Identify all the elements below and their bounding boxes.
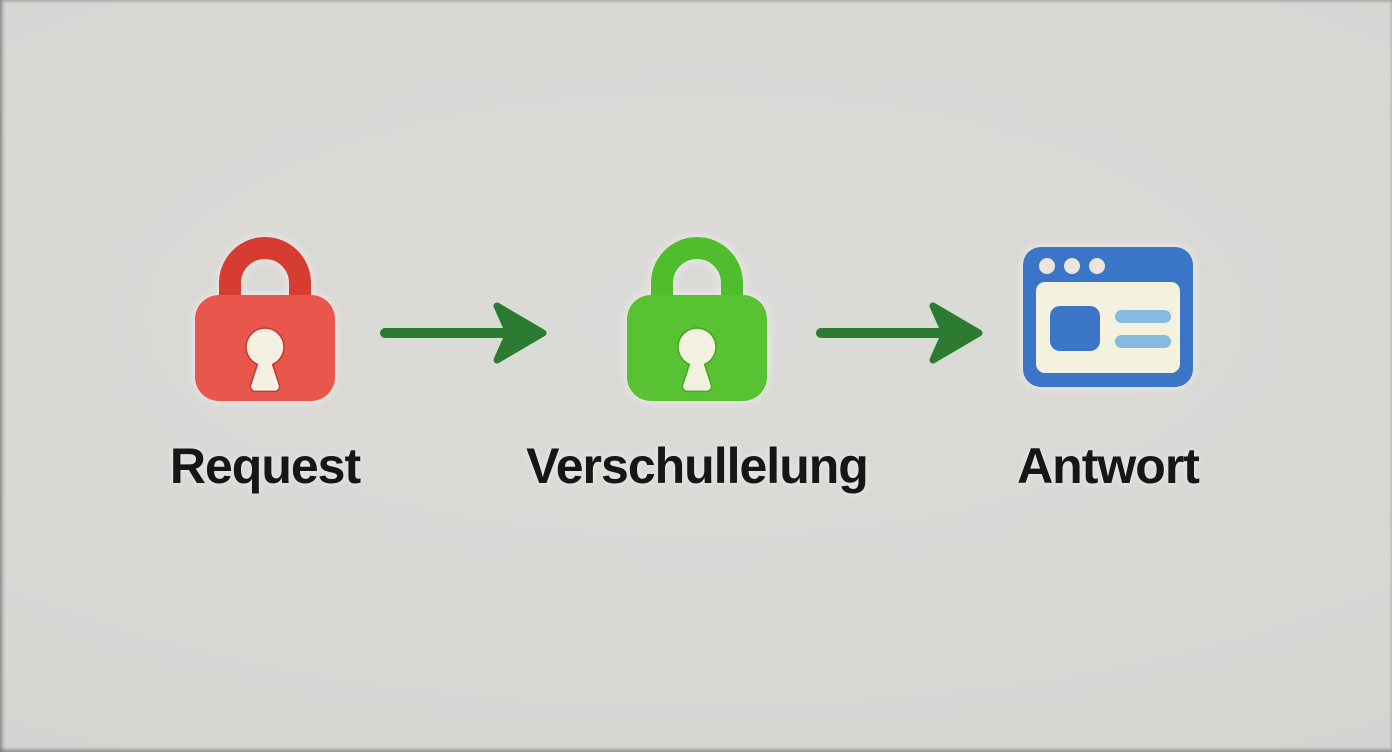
padlock-shackle bbox=[651, 237, 743, 330]
browser-dot-icon bbox=[1064, 258, 1080, 274]
browser-dot-icon bbox=[1039, 258, 1055, 274]
red-padlock-icon bbox=[195, 237, 335, 401]
padlock-shackle bbox=[219, 237, 311, 330]
arrow-head bbox=[493, 302, 547, 364]
green-padlock-icon bbox=[627, 237, 767, 401]
content-text-bar bbox=[1115, 310, 1171, 323]
arrow-head bbox=[929, 302, 983, 364]
content-text-bar bbox=[1115, 335, 1171, 348]
right-arrow-icon bbox=[816, 302, 983, 364]
node-verschullelung-label: Verschullelung bbox=[526, 438, 869, 494]
right-arrow-icon bbox=[380, 302, 547, 364]
browser-dot-icon bbox=[1089, 258, 1105, 274]
keyhole bbox=[677, 327, 717, 393]
content-image-block bbox=[1050, 306, 1100, 351]
keyhole bbox=[245, 327, 285, 393]
node-request: Request bbox=[140, 228, 390, 495]
browser-window-icon bbox=[1023, 247, 1193, 387]
node-verschullelung: Verschullelung bbox=[517, 228, 877, 495]
node-antwort-label: Antwort bbox=[1017, 438, 1200, 494]
node-antwort: Antwort bbox=[983, 228, 1233, 495]
node-request-label: Request bbox=[169, 438, 361, 494]
